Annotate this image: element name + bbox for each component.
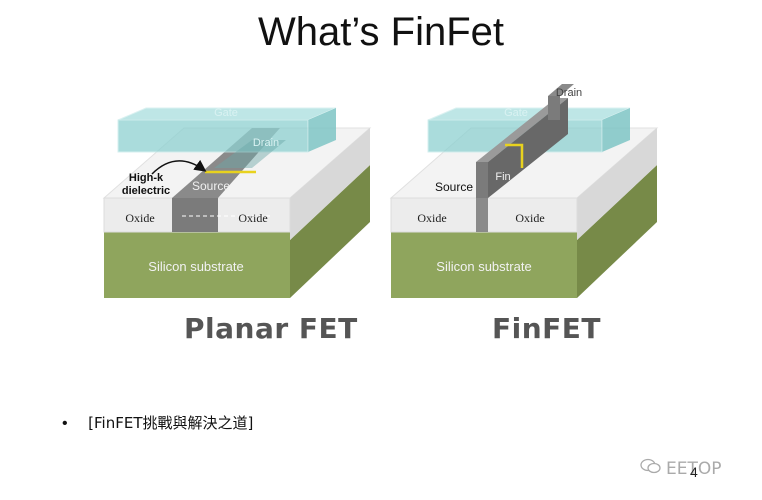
- slide-title: What’s FinFet: [258, 10, 504, 54]
- finfet-oxide-right-label: Oxide: [515, 211, 544, 225]
- watermark: EETOP: [640, 458, 722, 479]
- finfet-substrate-side: [577, 165, 657, 298]
- planar-substrate-label: Silicon substrate: [148, 259, 243, 274]
- wechat-icon: [640, 458, 662, 479]
- finfet-fin-drain-top: [548, 84, 574, 96]
- planar-drain-label: Drain: [253, 137, 279, 149]
- finfet-fin-front: [476, 162, 488, 198]
- planar-fet-diagram: Gate Drain Source High-k dielectric Oxid…: [102, 107, 372, 298]
- finfet-oxide-left-label: Oxide: [417, 211, 446, 225]
- finfet-gate-side: [602, 108, 630, 152]
- finfet-caption: FinFET: [492, 312, 602, 345]
- planar-oxide-side: [290, 128, 370, 240]
- planar-source-label: Source: [192, 179, 230, 193]
- planar-source-block: [172, 198, 218, 232]
- finfet-fin-label: Fin: [495, 171, 510, 183]
- planar-gate-label: Gate: [214, 107, 238, 119]
- planar-oxide-right-label: Oxide: [238, 211, 267, 225]
- planar-gate-front: [117, 119, 309, 153]
- finfet-substrate-front: [391, 232, 577, 298]
- finfet-substrate-label: Silicon substrate: [436, 259, 531, 274]
- planar-gate-side: [308, 108, 336, 152]
- planar-substrate-front: [104, 232, 290, 298]
- page-number: 4: [690, 464, 698, 480]
- planar-highk-arrow: [151, 159, 207, 175]
- finfet-gate-label: Gate: [504, 107, 528, 119]
- bullet-text: [FinFET挑戰與解決之道]: [88, 414, 254, 432]
- planar-substrate-side: [290, 165, 370, 298]
- finfet-fin-side: [488, 98, 568, 198]
- finfet-fin-drain-block: [548, 96, 560, 120]
- finfet-fin-highlight: [505, 143, 524, 168]
- finfet-fin-base: [476, 198, 488, 232]
- finfet-diagram-group: Gate Drain Fin Source Oxide Oxide Silico…: [389, 84, 659, 298]
- finfet-fin-top: [476, 98, 568, 162]
- planar-highk-label-1: High-k: [129, 172, 164, 184]
- planar-highk-label-2: dielectric: [122, 185, 170, 197]
- bullet-dot-icon: •: [62, 415, 68, 432]
- finfet-oxide-side: [577, 128, 657, 240]
- planar-fet-caption: Planar FET: [184, 312, 358, 345]
- bullet-item: • [FinFET挑戰與解決之道]: [62, 412, 253, 433]
- finfet-source-label: Source: [435, 180, 473, 194]
- finfet-gate-top: [427, 107, 631, 121]
- finfet-drain-label: Drain: [556, 87, 582, 99]
- watermark-text: EETOP: [666, 459, 722, 479]
- planar-gate-drain-shadow: [214, 140, 286, 168]
- planar-oxide-left-label: Oxide: [125, 211, 154, 225]
